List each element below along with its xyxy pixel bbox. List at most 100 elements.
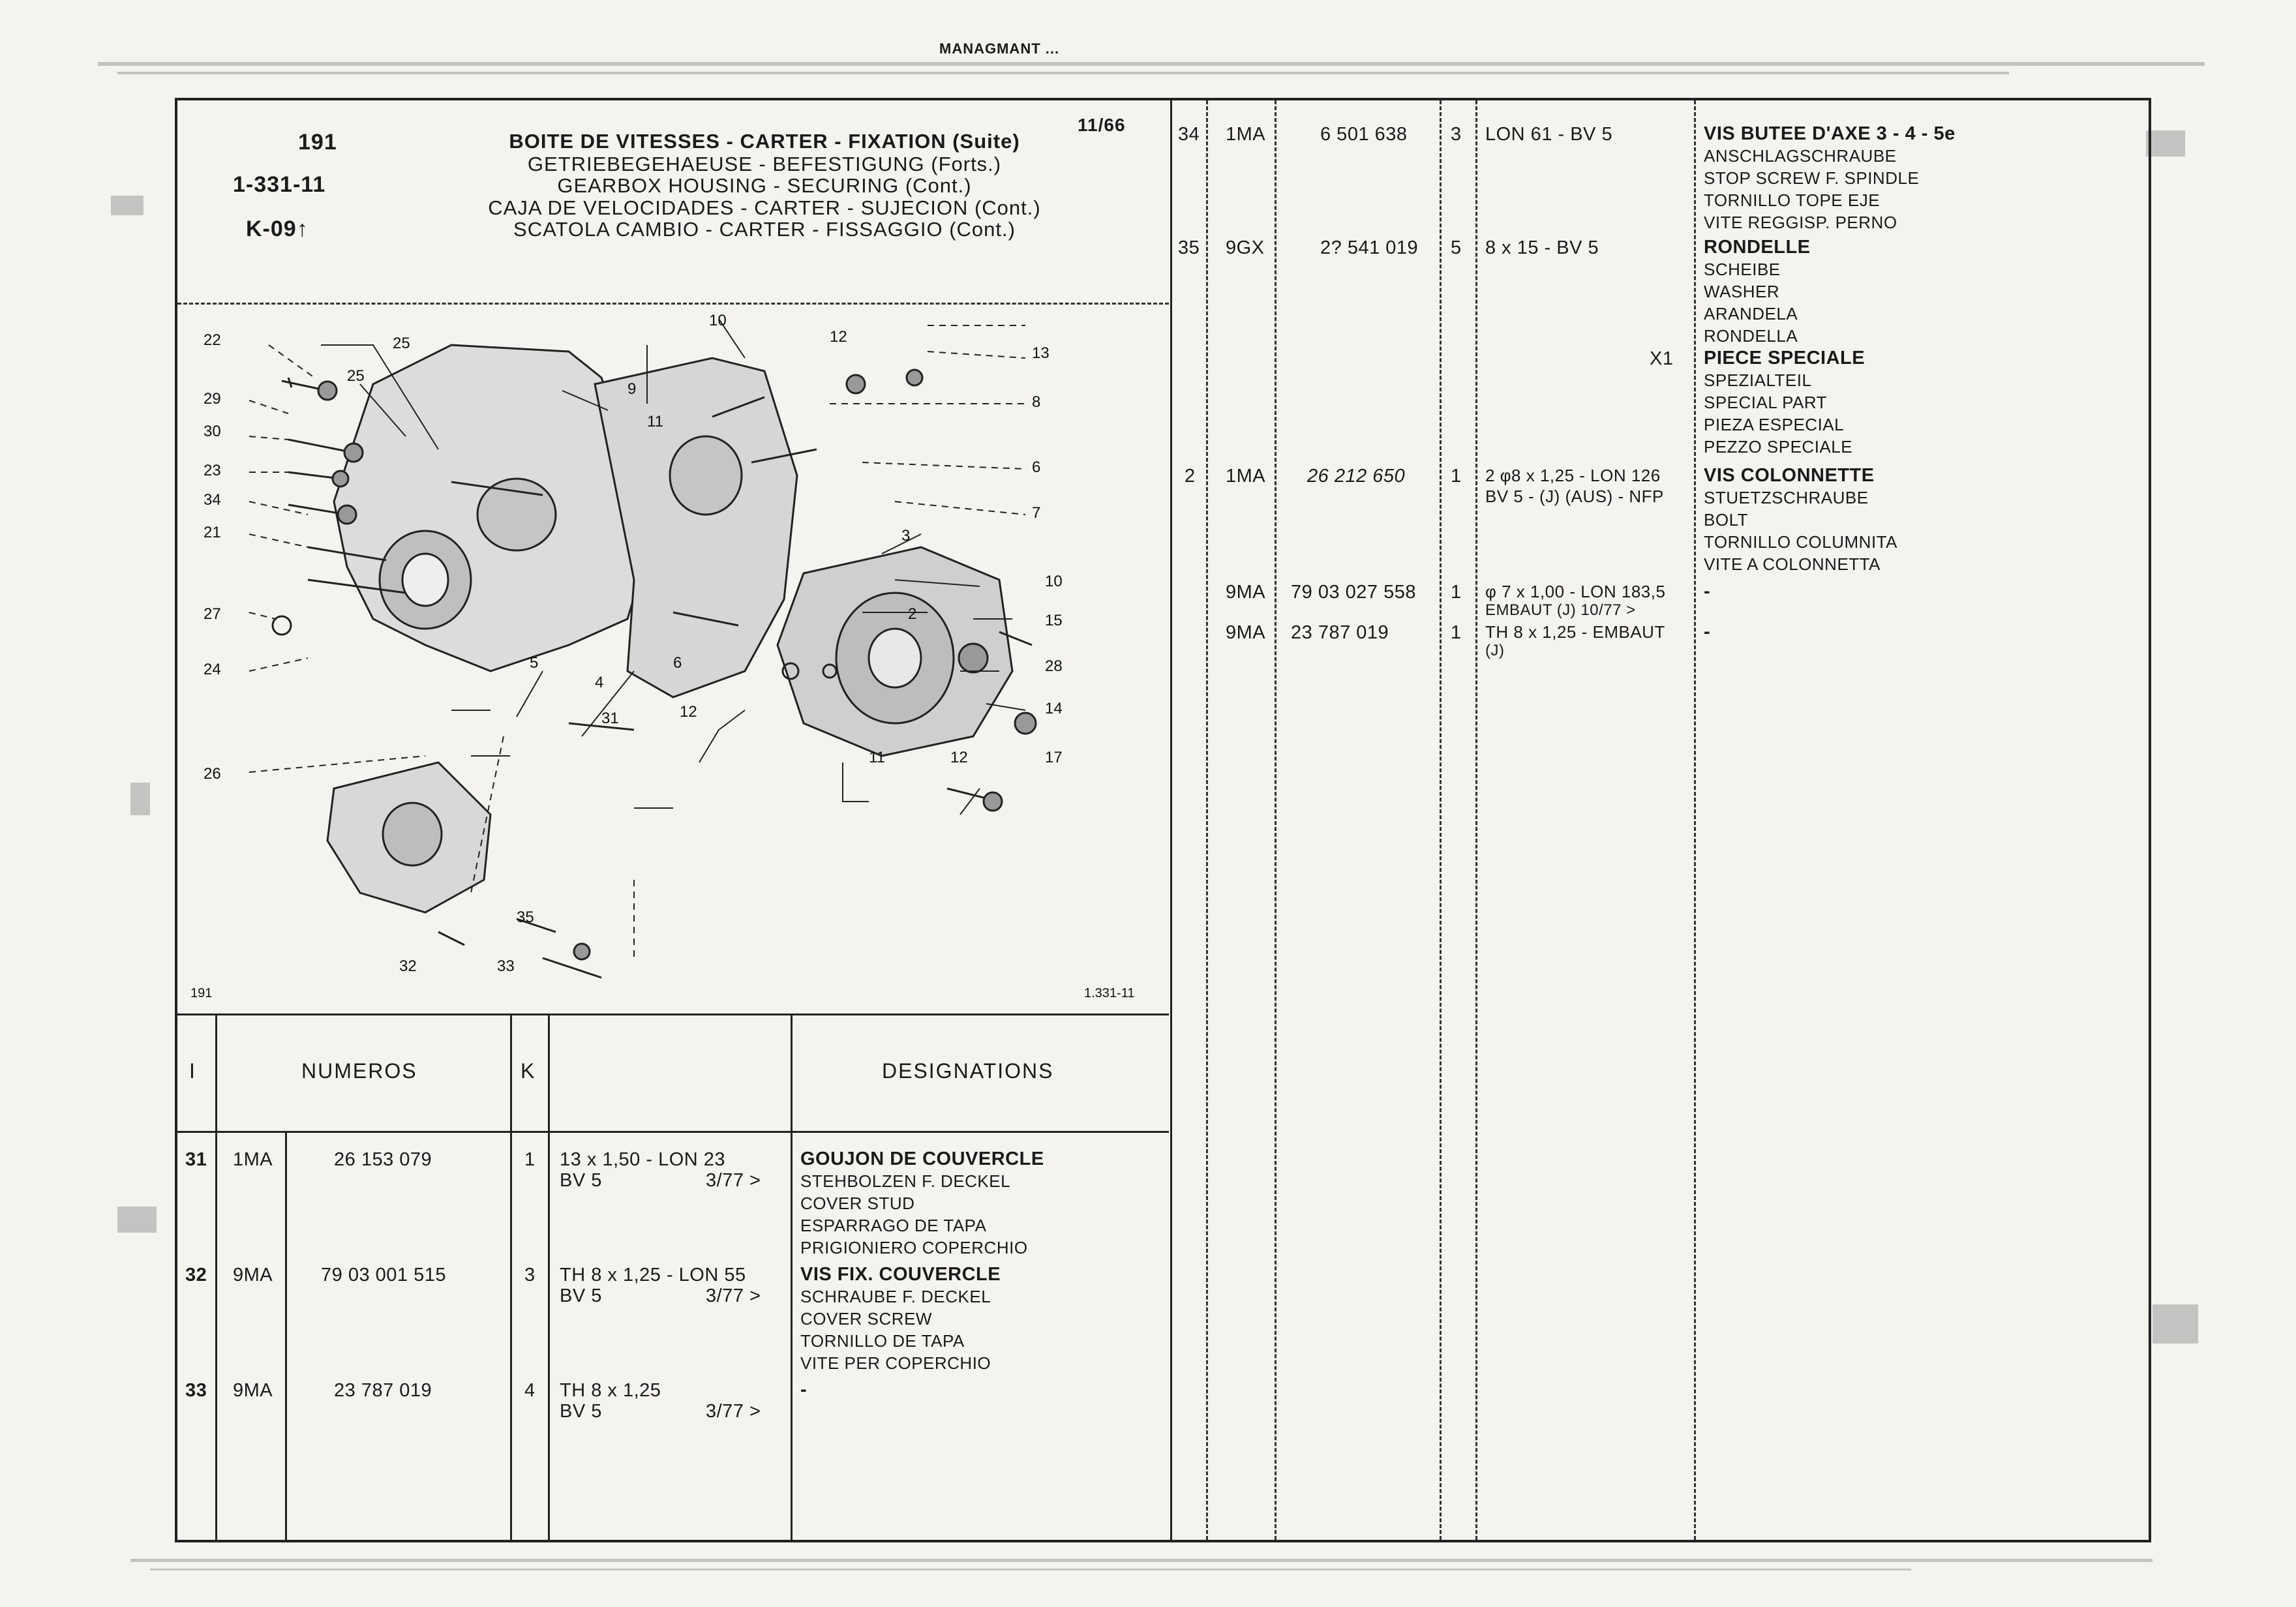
row32-item: 32 xyxy=(185,1265,207,1285)
row33-spec: TH 8 x 1,25 xyxy=(560,1380,661,1401)
callout: 3 xyxy=(901,527,910,545)
title-it: SCATOLA CAMBIO - CARTER - FISSAGGIO (Con… xyxy=(513,218,1016,241)
main-divider xyxy=(1170,100,1172,1540)
callout: 2 xyxy=(908,605,916,623)
row33-date: 3/77 > xyxy=(706,1401,761,1422)
callout: 15 xyxy=(1045,612,1063,629)
row34-item: 34 xyxy=(1178,124,1200,145)
row33-item: 33 xyxy=(185,1380,207,1401)
callout: 8 xyxy=(1032,393,1040,411)
callout: 31 xyxy=(601,710,619,727)
page-date: 11/66 xyxy=(1078,115,1126,135)
k-code: K-09↑ xyxy=(246,217,309,241)
title-fr: BOITE DE VITESSES - CARTER - FIXATION (S… xyxy=(509,130,1020,153)
callout: 6 xyxy=(673,654,682,672)
row-9ma-a-code: 9MA xyxy=(1226,582,1266,603)
row-9ma-b-designation: - xyxy=(1704,622,1711,642)
row31-item: 31 xyxy=(185,1149,207,1170)
row34-code: 1MA xyxy=(1226,124,1266,145)
row33-qty: 4 xyxy=(524,1380,536,1401)
callout: 13 xyxy=(1032,344,1050,362)
group-number: 191 xyxy=(298,130,337,155)
row34-qty: 3 xyxy=(1451,124,1462,145)
row31-code: 1MA xyxy=(233,1149,273,1170)
reference-number: 1-331-11 xyxy=(233,172,326,197)
top-scan-mark: MANAGMANT ... xyxy=(939,40,1060,57)
row31-date: 3/77 > xyxy=(706,1170,761,1191)
row2-spec: BV 5 - (J) (AUS) - NFP xyxy=(1485,487,1664,506)
divider-spec xyxy=(1694,100,1696,1540)
row35-qty: 5 xyxy=(1451,237,1462,258)
callout: 5 xyxy=(530,654,538,672)
special-part-spec: X1 xyxy=(1650,348,1674,369)
row35-part: 2? 541 019 xyxy=(1320,237,1419,258)
row31-spec: 13 x 1,50 - LON 23 xyxy=(560,1149,726,1170)
row31-spec: BV 5 xyxy=(560,1170,602,1191)
row-9ma-b-spec: TH 8 x 1,25 - EMBAUT xyxy=(1485,622,1665,642)
row35-spec: 8 x 15 - BV 5 xyxy=(1485,237,1599,258)
row-9ma-a-designation: - xyxy=(1704,581,1711,602)
callout: 12 xyxy=(950,749,968,766)
divider-code xyxy=(1275,100,1276,1540)
callout: 27 xyxy=(204,605,221,623)
callout: 4 xyxy=(595,674,603,691)
diagram-corner-right: 1.331-11 xyxy=(1084,986,1134,1000)
row-9ma-a-part: 79 03 027 558 xyxy=(1291,582,1416,603)
callout: 30 xyxy=(204,423,221,440)
callout: 32 xyxy=(399,957,417,975)
row2-qty: 1 xyxy=(1451,466,1462,487)
callout: 14 xyxy=(1045,700,1063,717)
row33-designation: - xyxy=(800,1379,808,1400)
callout: 10 xyxy=(1045,573,1063,590)
callout: 25 xyxy=(393,335,410,352)
callout: 21 xyxy=(204,524,221,541)
divider-part xyxy=(1440,100,1442,1540)
table-head-line xyxy=(177,1131,1169,1133)
row33-code: 9MA xyxy=(233,1380,273,1401)
parts-sheet: 191 1-331-11 K-09↑ 11/66 BOITE DE VITESS… xyxy=(175,98,2151,1542)
callout: 29 xyxy=(204,390,221,408)
header-designations: DESIGNATIONS xyxy=(882,1059,1054,1083)
title-en: GEARBOX HOUSING - SECURING (Cont.) xyxy=(557,174,972,197)
row34-spec: LON 61 - BV 5 xyxy=(1485,124,1613,145)
header-k: K xyxy=(521,1059,536,1083)
row35-item: 35 xyxy=(1178,237,1200,258)
callout: 33 xyxy=(497,957,515,975)
gearbox-drawing: 22 29 30 23 34 21 27 25 26 24 25 9 11 10… xyxy=(190,312,1134,1000)
header-numeros: NUMEROS xyxy=(301,1059,417,1083)
row-9ma-b-code: 9MA xyxy=(1226,622,1266,643)
callout: 28 xyxy=(1045,657,1063,675)
callout: 17 xyxy=(1045,749,1063,766)
divider-qty xyxy=(1475,100,1477,1540)
row31-qty: 1 xyxy=(524,1149,536,1170)
header-index: I xyxy=(189,1059,196,1083)
callout: 22 xyxy=(204,331,221,349)
row35-code: 9GX xyxy=(1226,237,1265,258)
row32-date: 3/77 > xyxy=(706,1285,761,1306)
row33-part: 23 787 019 xyxy=(334,1380,432,1401)
row32-part: 79 03 001 515 xyxy=(321,1265,446,1285)
callout: 23 xyxy=(204,462,221,479)
callout: 11 xyxy=(647,413,663,430)
row2-item: 2 xyxy=(1185,466,1196,487)
callout: 6 xyxy=(1032,458,1040,476)
row2-spec: 2 φ8 x 1,25 - LON 126 xyxy=(1485,466,1661,485)
divider-item xyxy=(1206,100,1208,1540)
row32-spec: BV 5 xyxy=(560,1285,602,1306)
diagram-corner-left: 191 xyxy=(190,986,212,1000)
row32-code: 9MA xyxy=(233,1265,273,1285)
row-9ma-a-qty: 1 xyxy=(1451,582,1462,603)
row-9ma-a-spec: φ 7 x 1,00 - LON 183,5 xyxy=(1485,582,1666,601)
callout: 25 xyxy=(347,367,365,385)
right-parts-table: 34 1MA 6 501 638 3 LON 61 - BV 5 VIS BUT… xyxy=(1170,100,2149,1542)
header-separator xyxy=(177,303,1169,305)
table-top-line xyxy=(177,1014,1169,1015)
callout: 35 xyxy=(517,909,534,926)
row32-spec: TH 8 x 1,25 - LON 55 xyxy=(560,1265,746,1285)
row33-spec: BV 5 xyxy=(560,1401,602,1422)
